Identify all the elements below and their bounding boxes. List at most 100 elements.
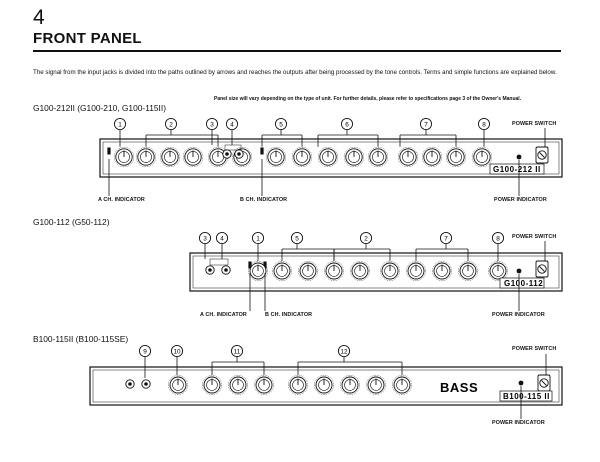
callout-number: 12	[340, 348, 348, 355]
knob-scale	[228, 375, 248, 395]
callout-circle	[251, 231, 265, 245]
knob-scale	[291, 146, 313, 168]
power-indicator-label-g112: POWER INDICATOR	[492, 312, 545, 318]
power-switch-label-g212: POWER SWITCH	[512, 121, 557, 127]
panel-size-note: Panel size will vary depending on the ty…	[214, 96, 522, 102]
callout-number: 1	[256, 235, 260, 242]
power-switch-mark	[539, 152, 545, 158]
b-ch-indicator-label-g112: B CH. INDICATOR	[265, 312, 313, 318]
power-indicator-lamp	[516, 268, 522, 274]
knob-scale	[168, 375, 188, 395]
jack-hole	[144, 382, 148, 386]
model-label-b115: B100-115II (B100-115SE)	[33, 334, 129, 344]
callout-number: 5	[279, 121, 283, 128]
callout-number: 6	[345, 121, 349, 128]
b-ch-indicator-label-g212: B CH. INDICATOR	[240, 197, 288, 203]
callout-circle	[198, 231, 212, 245]
callout-number: 2	[364, 235, 368, 242]
knob-scale	[366, 375, 386, 395]
model-logo-g212: G100-212 II	[493, 165, 541, 174]
callout-number: 2	[169, 121, 173, 128]
title-rule	[33, 50, 561, 52]
bass-logo: BASS	[440, 380, 478, 395]
panel-g212-inner	[102, 141, 560, 175]
power-indicator-lamp	[518, 380, 524, 386]
callout-circle	[359, 231, 373, 245]
knob-scale	[182, 146, 204, 168]
knob-scale	[471, 146, 493, 168]
jack-hole	[225, 152, 229, 156]
knob-scale	[406, 261, 426, 281]
knob-scale	[135, 146, 157, 168]
knob-scale	[458, 261, 478, 281]
callout-number: 9	[143, 348, 147, 355]
knob-scale	[488, 261, 508, 281]
knob-scale	[324, 261, 344, 281]
power-indicator-lamp	[516, 154, 522, 160]
knob-scale	[265, 146, 287, 168]
model-logo-plate	[489, 163, 545, 175]
panel-b115-inner	[92, 369, 560, 403]
section-title: FRONT PANEL	[33, 30, 142, 47]
model-logo-b115: B100-115 II	[503, 392, 550, 401]
knob-scale	[350, 261, 370, 281]
model-logo-plate	[499, 390, 553, 402]
callout-number: 1	[118, 121, 122, 128]
indicator-led	[107, 147, 111, 155]
callout-circle	[215, 231, 229, 245]
callout-circle	[439, 231, 453, 245]
panel-g112-inner	[192, 255, 560, 289]
power-switch-mark	[541, 380, 547, 386]
knob-scale	[314, 375, 334, 395]
callout-number: 5	[295, 235, 299, 242]
knob-scale	[445, 146, 467, 168]
knob-scale	[298, 261, 318, 281]
indicator-led	[248, 261, 252, 269]
knob-scale	[288, 375, 308, 395]
jack-hole	[128, 382, 132, 386]
callout-circle	[290, 231, 304, 245]
model-label-g212: G100-212II (G100-210, G100-115II)	[33, 103, 166, 113]
knob-scale	[340, 375, 360, 395]
callout-number: 10	[173, 348, 181, 355]
power-switch-mark	[539, 266, 545, 272]
power-switch-label-g112: POWER SWITCH	[512, 234, 557, 240]
input-label-box	[224, 144, 242, 151]
knob-scale	[231, 146, 253, 168]
knob-scale	[159, 146, 181, 168]
intro-paragraph: The signal from the input jacks is divid…	[33, 69, 557, 76]
knob-scale	[113, 146, 135, 168]
callout-number: 7	[444, 235, 448, 242]
indicator-led	[263, 261, 267, 269]
jack-hole	[237, 152, 241, 156]
callout-number: 7	[424, 121, 428, 128]
knob-scale	[380, 261, 400, 281]
knob-scale	[421, 146, 443, 168]
knob-scale	[272, 261, 292, 281]
callout-circle	[491, 231, 505, 245]
knob-scale	[254, 375, 274, 395]
knob-scale	[202, 375, 222, 395]
indicator-led	[260, 147, 264, 155]
callout-number: 3	[210, 121, 214, 128]
a-ch-indicator-label-g212: A CH. INDICATOR	[98, 197, 145, 203]
knob-scale	[343, 146, 365, 168]
knob-scale	[248, 261, 268, 281]
model-logo-plate	[499, 277, 545, 289]
model-label-g112: G100-112 (G50-112)	[33, 217, 110, 227]
knob-scale	[392, 375, 412, 395]
model-logo-g112: G100-112	[504, 279, 543, 288]
callout-number: 4	[220, 235, 224, 242]
knob-scale	[317, 146, 339, 168]
page-number: 4	[33, 6, 45, 29]
callout-number: 8	[482, 121, 486, 128]
input-label-box	[209, 258, 229, 266]
jack-hole	[224, 268, 228, 272]
callout-number: 11	[234, 348, 241, 355]
knob-scale	[367, 146, 389, 168]
a-ch-indicator-label-g112: A CH. INDICATOR	[200, 312, 247, 318]
power-indicator-label-b115: POWER INDICATOR	[492, 420, 545, 426]
power-switch-label-b115: POWER SWITCH	[512, 346, 557, 352]
knob-scale	[397, 146, 419, 168]
